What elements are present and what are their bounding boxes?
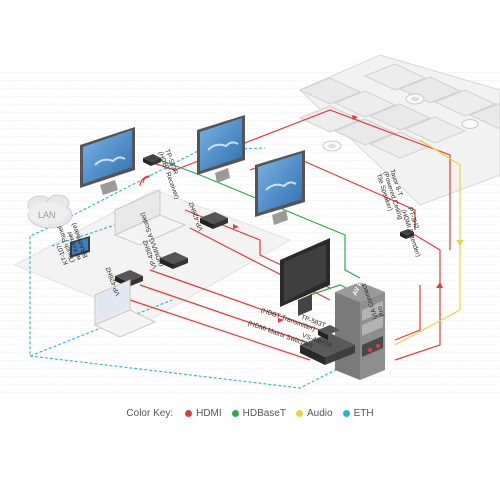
monitor-left	[80, 127, 135, 195]
key-item-hdmi: HDMI	[185, 408, 222, 419]
key-label-hdbaset: HDBaseT	[242, 407, 287, 419]
tv-display	[280, 238, 330, 316]
hdbaset-dot-icon	[231, 409, 239, 417]
lan-label: LAN	[38, 210, 56, 220]
touch-panel-icon	[70, 236, 90, 258]
scaler-device-mid	[160, 252, 188, 269]
monitor-right	[255, 150, 305, 225]
cable-arrows	[233, 115, 443, 323]
extender-device-icon	[400, 229, 414, 239]
key-label-audio: Audio	[307, 407, 333, 419]
transmitter-device	[318, 325, 340, 340]
audio-arrows	[456, 240, 464, 246]
lan-cloud-icon	[27, 194, 73, 229]
monitor-center	[197, 115, 245, 183]
key-item-hdbaset: HDBaseT	[231, 407, 287, 419]
key-label-hdmi: HDMI	[196, 407, 222, 419]
av-rack	[335, 282, 385, 380]
key-item-eth: ETH	[342, 407, 374, 419]
audio-cables	[394, 139, 461, 346]
key-label-eth: ETH	[353, 407, 374, 419]
scaler-device-top	[200, 212, 228, 229]
laptop-top	[113, 189, 187, 246]
via-label-2: Pro	[376, 305, 386, 317]
receiver-device-icon	[143, 154, 161, 166]
laptop-bottom	[93, 279, 157, 338]
eth-dot-icon	[342, 409, 350, 417]
hdmi-dot-icon	[185, 409, 193, 417]
matrix-switcher-device	[300, 333, 355, 365]
ceiling-speaker-icon	[322, 93, 479, 152]
color-key: Color Key: HDMI HDBaseT Audio ETH	[0, 405, 500, 421]
color-key-title: Color Key:	[126, 407, 174, 419]
wifi-signal-icon	[139, 175, 151, 187]
key-item-audio: Audio	[296, 408, 333, 419]
audio-dot-icon	[296, 409, 304, 417]
